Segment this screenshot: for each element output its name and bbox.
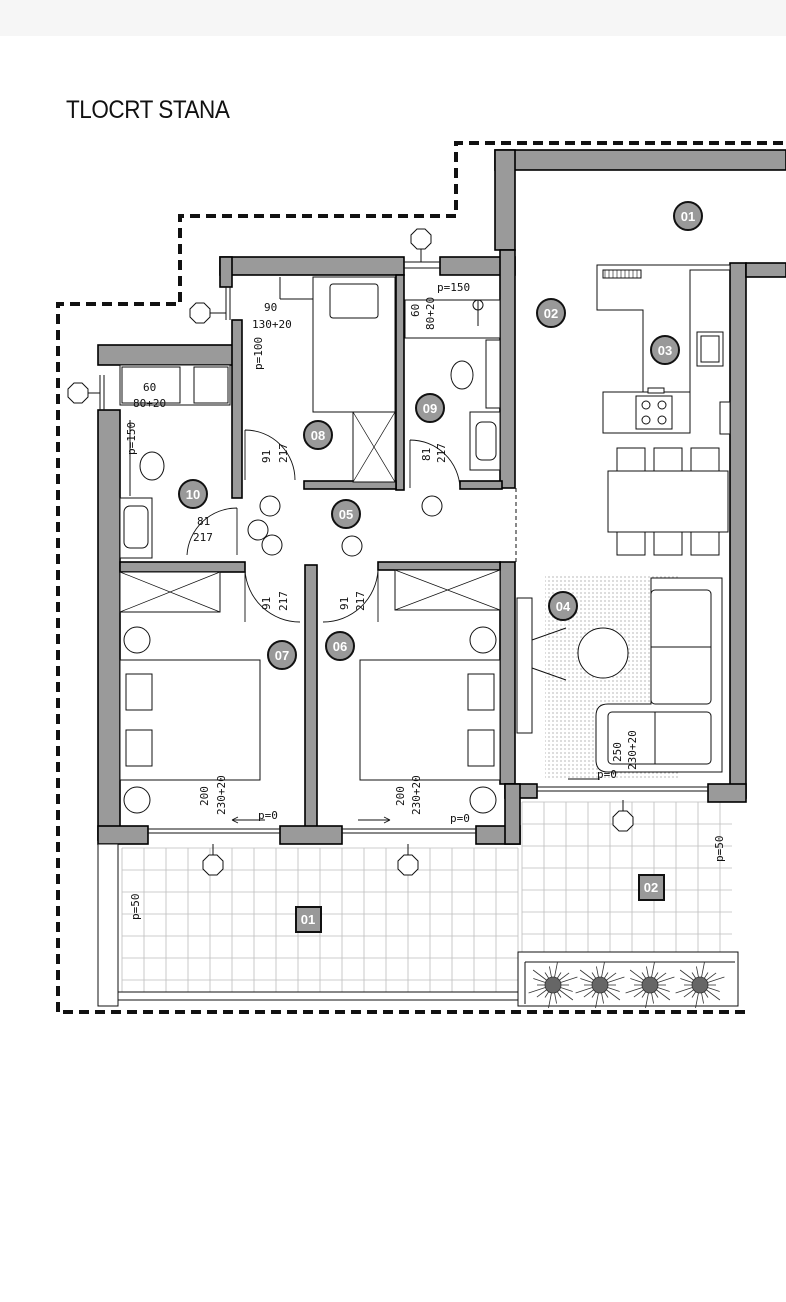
room-03-label: 03 (658, 343, 672, 358)
terrace-markers: 01 02 (295, 874, 665, 933)
dim-label: 217 (277, 443, 290, 463)
dim-label: p=0 (597, 768, 617, 781)
dim-label: p=50 (129, 894, 142, 921)
dimension-labels: 90 130+20 p=100 p=150 60 80+20 60 80+20 … (125, 281, 726, 920)
room-10-label: 10 (186, 487, 200, 502)
plan-title: TLOCRT STANA (66, 96, 230, 124)
dim-label: 217 (435, 443, 448, 463)
dim-label: 60 (143, 381, 156, 394)
dim-label: p=50 (713, 836, 726, 863)
terrace-01-label: 01 (301, 912, 315, 927)
walls (97, 149, 786, 845)
dim-label: 200 (198, 786, 211, 806)
planter-shrubs (528, 961, 725, 1009)
dim-label: 91 (260, 450, 273, 463)
dim-label: 80+20 (424, 297, 437, 330)
room-06-marker: 06 (325, 631, 355, 661)
dim-label: 230+20 (626, 730, 639, 770)
room-04-label: 04 (556, 599, 571, 614)
dim-label: 90 (264, 301, 277, 314)
room-09-label: 09 (423, 401, 437, 416)
room-02-marker: 02 (536, 298, 566, 328)
dim-label: p=100 (252, 337, 265, 370)
terrace-02-marker: 02 (638, 874, 665, 901)
room-09-marker: 09 (415, 393, 445, 423)
room-07-label: 07 (275, 648, 289, 663)
dim-label: 250 (611, 742, 624, 762)
room-04-marker: 04 (548, 591, 578, 621)
property-boundary (56, 141, 786, 1014)
dim-label: 130+20 (252, 318, 292, 331)
room-05-label: 05 (339, 507, 353, 522)
room-08-marker: 08 (303, 420, 333, 450)
dim-label: p=0 (450, 812, 470, 825)
room-10-marker: 10 (178, 479, 208, 509)
dim-label: 81 (420, 448, 433, 461)
top-band (0, 0, 786, 36)
doors (186, 429, 600, 824)
room-08-label: 08 (311, 428, 325, 443)
room-07-marker: 07 (267, 640, 297, 670)
terrace-01-marker: 01 (295, 906, 322, 933)
room-02-label: 02 (544, 306, 558, 321)
dim-label: p=150 (125, 422, 138, 455)
dim-label: 81 (197, 515, 210, 528)
room-05-marker: 05 (331, 499, 361, 529)
dim-label: 230+20 (215, 775, 228, 815)
dim-label: 230+20 (410, 775, 423, 815)
dim-label: p=0 (258, 809, 278, 822)
dim-label: 200 (394, 786, 407, 806)
window-markers (67, 228, 634, 876)
dim-label: 217 (354, 591, 367, 611)
dim-label: 217 (277, 591, 290, 611)
dim-label: 91 (338, 597, 351, 610)
room-markers: 01 02 03 04 05 06 07 08 09 10 (178, 201, 703, 670)
dim-label: 217 (193, 531, 213, 544)
room-01-label: 01 (681, 209, 695, 224)
room-03-marker: 03 (650, 335, 680, 365)
room-06-label: 06 (333, 639, 347, 654)
terrace-02-label: 02 (644, 880, 658, 895)
windows (99, 261, 708, 834)
dim-label: 80+20 (133, 397, 166, 410)
dim-label: 91 (260, 597, 273, 610)
dim-label: p=150 (437, 281, 470, 294)
dim-label: 60 (409, 304, 422, 317)
room-01-marker: 01 (673, 201, 703, 231)
